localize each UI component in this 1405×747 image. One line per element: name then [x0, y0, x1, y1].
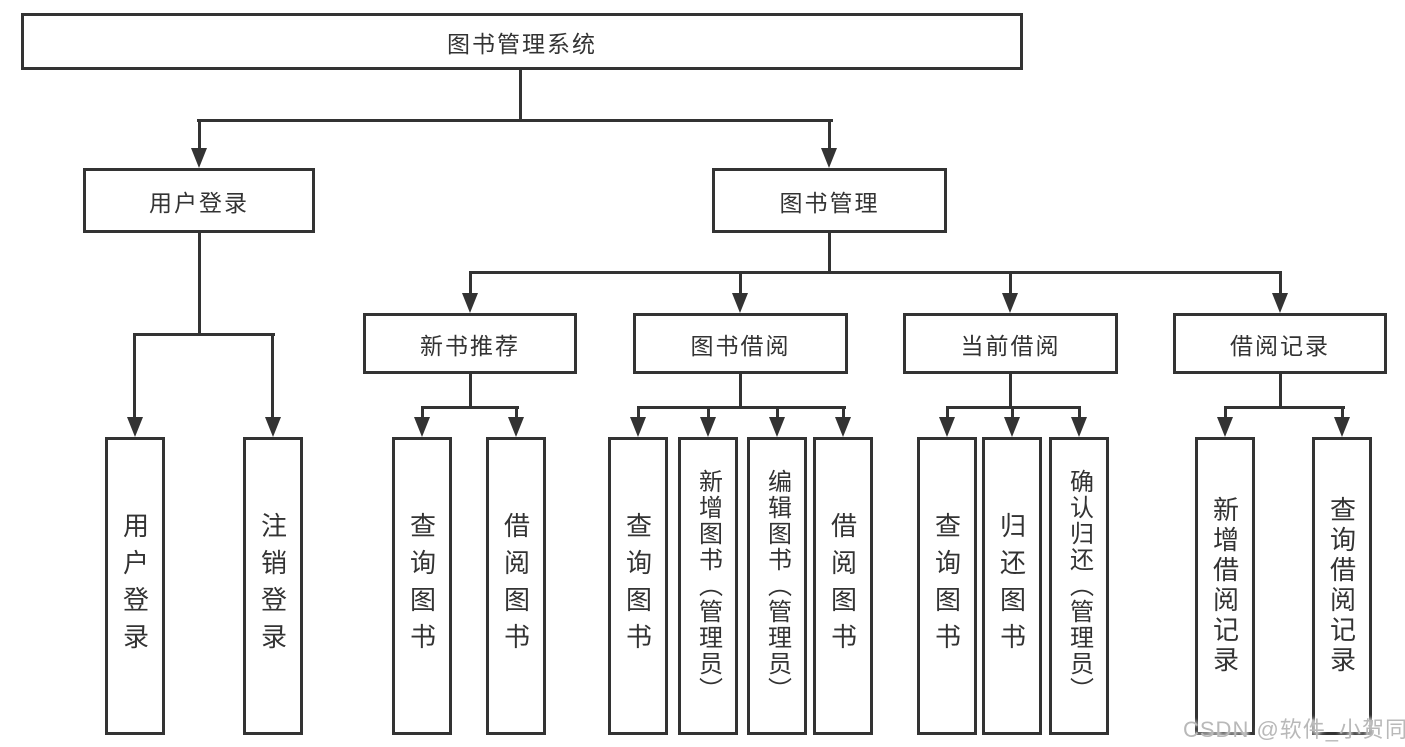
arrowhead-bb-edit — [769, 417, 785, 437]
connector-borrow-drop-1 — [637, 406, 640, 419]
arrowhead-borrow-records — [1272, 293, 1288, 313]
connector-current-stem — [1009, 373, 1012, 409]
connector-userlogin-stem — [198, 232, 201, 336]
leaf-borrow-add-books-admin: 新增图书（管理员） — [678, 437, 738, 735]
arrowhead-book-borrow — [732, 293, 748, 313]
connector-current-drop-3 — [1078, 406, 1081, 419]
arrowhead-nb-query — [414, 417, 430, 437]
leaf-borrow-edit-books-admin: 编辑图书（管理员） — [747, 437, 807, 735]
leaf-logout: 注销登录 — [243, 437, 303, 735]
leaf-current-query-books-label: 查询图书 — [931, 512, 962, 660]
node-new-book-recommend-label: 新书推荐 — [420, 332, 520, 359]
node-borrow-records: 借阅记录 — [1173, 313, 1387, 374]
arrowhead-book-management — [821, 148, 837, 168]
connector-borrow-drop-2 — [707, 406, 710, 419]
leaf-borrow-borrow-books: 借阅图书 — [813, 437, 873, 735]
arrowhead-current-borrow — [1002, 293, 1018, 313]
connector-root-drop-right — [828, 119, 831, 150]
connector-newbook-drop-2 — [515, 406, 518, 419]
leaf-current-confirm-return-admin-label: 确认归还（管理员） — [1065, 469, 1093, 703]
node-book-borrow-label: 图书借阅 — [690, 332, 791, 359]
node-book-borrow: 图书借阅 — [633, 313, 848, 374]
connector-bookmgmt-drop-3 — [1009, 271, 1012, 296]
connector-userlogin-drop-1 — [133, 333, 136, 419]
csdn-watermark: CSDN @软件_小贺同学 — [1183, 717, 1405, 742]
connector-borrow-drop-4 — [842, 406, 845, 419]
arrowhead-br-add — [1217, 417, 1233, 437]
leaf-user-login-label: 用户登录 — [119, 512, 150, 660]
node-root-label: 图书管理系统 — [447, 30, 597, 57]
node-book-management: 图书管理 — [712, 168, 947, 233]
connector-borrow-stem — [739, 373, 742, 409]
connector-newbook-hbar — [421, 406, 519, 409]
leaf-records-add-record-label: 新增借阅记录 — [1209, 496, 1240, 676]
leaf-newbook-query-books: 查询图书 — [392, 437, 452, 735]
node-user-login-label: 用户登录 — [149, 189, 249, 216]
arrowhead-leaf-user-login — [127, 417, 143, 437]
arrowhead-new-book — [462, 293, 478, 313]
connector-borrow-drop-3 — [776, 406, 779, 419]
leaf-records-query-record: 查询借阅记录 — [1312, 437, 1372, 735]
connector-records-hbar — [1224, 406, 1345, 409]
node-user-login: 用户登录 — [83, 168, 315, 233]
connector-records-drop-1 — [1224, 406, 1227, 419]
leaf-newbook-borrow-books: 借阅图书 — [486, 437, 546, 735]
leaf-current-confirm-return-admin: 确认归还（管理员） — [1049, 437, 1109, 735]
leaf-borrow-query-books-label: 查询图书 — [622, 512, 653, 660]
connector-userlogin-hbar — [133, 333, 275, 336]
node-book-management-label: 图书管理 — [779, 189, 880, 216]
node-current-borrow: 当前借阅 — [903, 313, 1118, 374]
node-new-book-recommend: 新书推荐 — [363, 313, 577, 374]
arrowhead-bb-add — [700, 417, 716, 437]
arrowhead-nb-borrow — [508, 417, 524, 437]
connector-root-stem — [519, 68, 522, 121]
leaf-borrow-edit-books-admin-label: 编辑图书（管理员） — [763, 469, 791, 703]
connector-bookmgmt-drop-1 — [469, 271, 472, 296]
arrowhead-bb-query — [630, 417, 646, 437]
arrowhead-cb-return — [1004, 417, 1020, 437]
leaf-records-add-record: 新增借阅记录 — [1195, 437, 1255, 735]
arrowhead-br-query — [1334, 417, 1350, 437]
leaf-newbook-query-books-label: 查询图书 — [406, 512, 437, 660]
leaf-records-query-record-label: 查询借阅记录 — [1326, 496, 1357, 676]
connector-bookmgmt-stem — [828, 232, 831, 273]
arrowhead-leaf-logout — [265, 417, 281, 437]
leaf-newbook-borrow-books-label: 借阅图书 — [500, 512, 531, 660]
node-borrow-records-label: 借阅记录 — [1230, 332, 1330, 359]
arrowhead-cb-query — [939, 417, 955, 437]
connector-current-drop-1 — [946, 406, 949, 419]
leaf-current-return-books-label: 归还图书 — [996, 512, 1027, 660]
connector-bookmgmt-drop-4 — [1279, 271, 1282, 296]
leaf-borrow-query-books: 查询图书 — [608, 437, 668, 735]
arrowhead-user-login — [191, 148, 207, 168]
connector-root-drop-left — [198, 119, 201, 150]
connector-newbook-stem — [469, 373, 472, 409]
arrowhead-cb-confirm — [1071, 417, 1087, 437]
connector-bookmgmt-drop-2 — [739, 271, 742, 296]
connector-root-hbar — [197, 119, 833, 122]
connector-newbook-drop-1 — [421, 406, 424, 419]
node-root: 图书管理系统 — [21, 13, 1023, 70]
leaf-borrow-borrow-books-label: 借阅图书 — [827, 512, 858, 660]
connector-records-stem — [1279, 373, 1282, 409]
node-current-borrow-label: 当前借阅 — [960, 332, 1061, 359]
leaf-logout-label: 注销登录 — [257, 512, 288, 660]
leaf-user-login: 用户登录 — [105, 437, 165, 735]
connector-bookmgmt-hbar — [469, 271, 1282, 274]
connector-userlogin-drop-2 — [271, 333, 274, 419]
connector-borrow-hbar — [637, 406, 846, 409]
connector-current-drop-2 — [1011, 406, 1014, 419]
arrowhead-bb-borrow — [835, 417, 851, 437]
connector-records-drop-2 — [1341, 406, 1344, 419]
leaf-current-query-books: 查询图书 — [917, 437, 977, 735]
leaf-borrow-add-books-admin-label: 新增图书（管理员） — [694, 469, 722, 703]
leaf-current-return-books: 归还图书 — [982, 437, 1042, 735]
